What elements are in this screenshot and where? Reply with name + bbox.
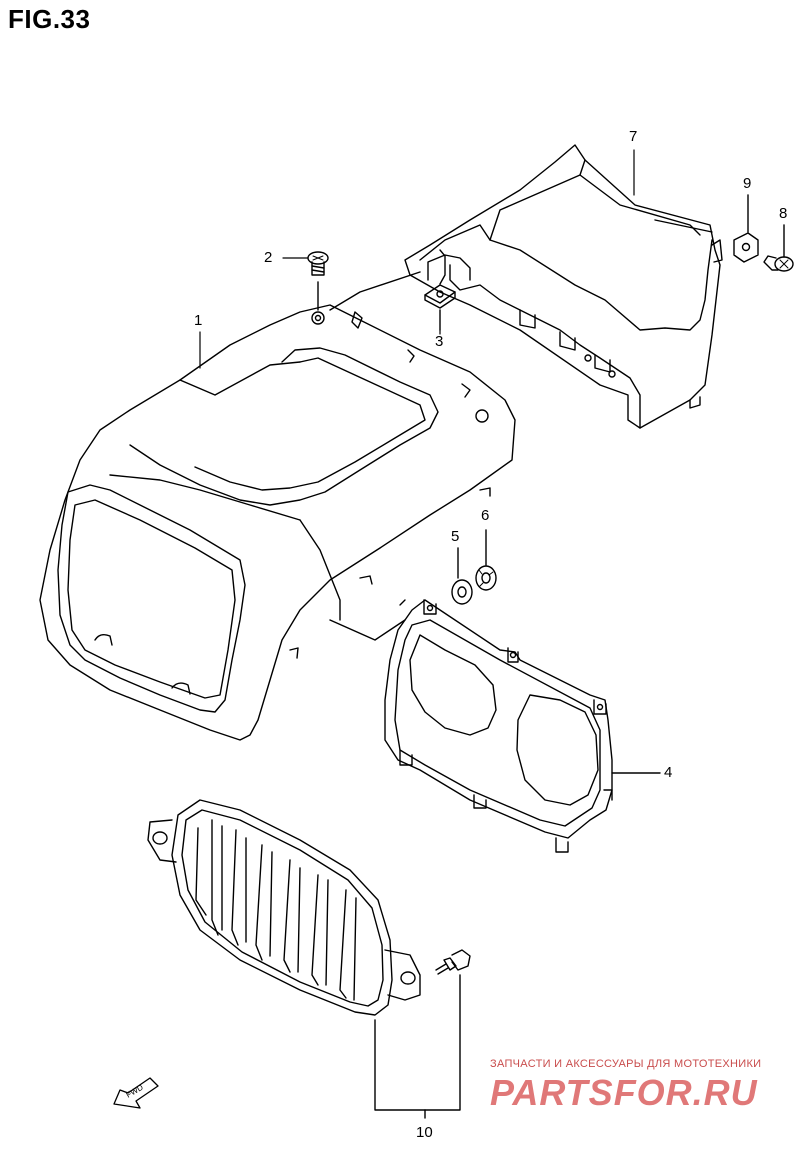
callout-8: 8 xyxy=(779,205,788,222)
part-10-grille xyxy=(147,799,461,1119)
callout-7: 7 xyxy=(629,128,638,145)
part-6-lock-washer xyxy=(475,529,497,591)
callout-4: 4 xyxy=(664,764,673,781)
part-3-clip-nut xyxy=(424,249,456,331)
callout-6: 6 xyxy=(481,507,490,524)
figure-title: FIG.33 xyxy=(8,4,91,34)
part-8-screw xyxy=(763,224,794,272)
part-4-headlight-frame xyxy=(384,599,661,853)
callout-10: 10 xyxy=(416,1124,433,1141)
part-9-clip-nut xyxy=(733,194,759,263)
part-1-headlight-cover xyxy=(39,271,516,741)
callout-3: 3 xyxy=(435,333,444,350)
part-10-bolt xyxy=(435,949,471,975)
callout-5: 5 xyxy=(451,528,460,545)
watermark-logo: PARTSFOR.RU xyxy=(490,1072,758,1113)
part-7-rear-housing xyxy=(404,144,723,429)
callout-9: 9 xyxy=(743,175,752,192)
part-5-washer xyxy=(451,547,473,605)
callout-1: 1 xyxy=(194,312,203,329)
part-2-screw xyxy=(307,251,329,311)
watermark-tagline: ЗАПЧАСТИ И АКСЕССУАРЫ ДЛЯ МОТОТЕХНИКИ xyxy=(490,1058,762,1070)
callout-2: 2 xyxy=(264,249,273,266)
fwd-direction-arrow: FWD xyxy=(113,1077,159,1109)
leader-lines xyxy=(199,149,635,369)
